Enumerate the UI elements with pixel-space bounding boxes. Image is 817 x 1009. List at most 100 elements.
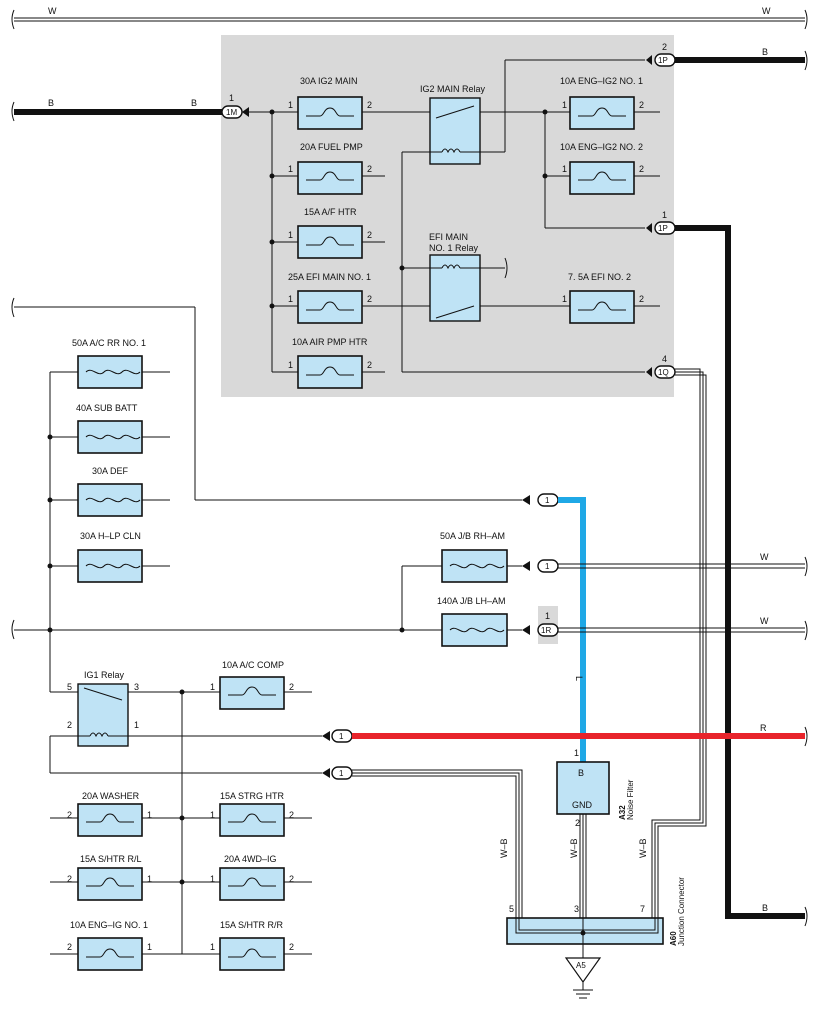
svg-text:7: 7 <box>640 904 645 914</box>
svg-text:1: 1 <box>339 769 344 778</box>
fuse-10a-eng-ig2-1: 10A ENG–IG2 NO. 1 1 2 <box>560 76 644 130</box>
wire-color-label: B <box>191 98 197 108</box>
svg-text:50A A/C RR NO. 1: 50A A/C RR NO. 1 <box>72 338 146 348</box>
wire-color-label: W–B <box>638 838 648 858</box>
svg-text:2: 2 <box>367 360 372 370</box>
svg-text:1: 1 <box>147 874 152 884</box>
svg-text:2: 2 <box>575 818 580 828</box>
ig2-main-relay: IG2 MAIN Relay <box>420 84 486 165</box>
connector-1p-lower: 1P 1 B <box>646 210 808 927</box>
svg-text:A5: A5 <box>576 961 586 970</box>
svg-text:1: 1 <box>545 496 550 505</box>
fuse-20a-fuel-pmp: 20A FUEL PMP 1 2 <box>288 142 372 195</box>
fuse-50a-ac-rr-1: 50A A/C RR NO. 1 <box>72 338 146 389</box>
connector-1p-upper: 1P 2 B <box>646 42 808 71</box>
fuse-25a-efi-main-1: 25A EFI MAIN NO. 1 1 2 <box>288 272 372 324</box>
svg-text:1: 1 <box>210 874 215 884</box>
svg-text:15A S/HTR R/R: 15A S/HTR R/R <box>220 920 284 930</box>
svg-text:EFI MAIN: EFI MAIN <box>429 232 468 242</box>
connector-1r: 1R 1 W <box>522 606 808 644</box>
svg-text:30A DEF: 30A DEF <box>92 466 129 476</box>
svg-text:W–B: W–B <box>499 838 509 858</box>
svg-text:7. 5A EFI NO. 2: 7. 5A EFI NO. 2 <box>568 272 631 282</box>
panel-wiring <box>249 59 660 373</box>
svg-text:2: 2 <box>639 164 644 174</box>
svg-text:1: 1 <box>574 748 579 758</box>
connector-1-wb: 1 W–B <box>322 766 523 918</box>
svg-text:20A 4WD–IG: 20A 4WD–IG <box>224 854 277 864</box>
svg-text:1: 1 <box>147 810 152 820</box>
svg-text:1: 1 <box>288 100 293 110</box>
svg-text:1: 1 <box>562 294 567 304</box>
svg-text:B: B <box>762 47 768 57</box>
svg-text:2: 2 <box>67 810 72 820</box>
svg-text:2: 2 <box>67 720 72 730</box>
svg-text:3: 3 <box>134 682 139 692</box>
junction-connector-a60: 5 3 7 A60 Junction Connector <box>506 877 686 958</box>
fuse-15a-shtr-rl: 15A S/HTR R/L 2 1 <box>67 854 152 901</box>
connector-1-w-upper: 1 W <box>522 552 808 577</box>
fuse-10a-eng-ig-1: 10A ENG–IG NO. 1 2 1 <box>67 920 152 971</box>
fuse-30a-ig2-main: 30A IG2 MAIN 1 2 <box>288 76 372 130</box>
svg-text:B: B <box>578 768 584 778</box>
svg-text:1: 1 <box>562 100 567 110</box>
svg-text:5: 5 <box>67 682 72 692</box>
svg-text:NO. 1 Relay: NO. 1 Relay <box>429 243 479 253</box>
svg-text:IG1 Relay: IG1 Relay <box>84 670 125 680</box>
svg-text:1: 1 <box>288 360 293 370</box>
svg-text:1P: 1P <box>658 224 668 233</box>
svg-text:A60: A60 <box>669 931 678 946</box>
svg-text:R: R <box>760 723 767 733</box>
svg-text:1: 1 <box>545 611 550 621</box>
battery-wire-left: B B 1M 1 <box>11 93 249 122</box>
fuse-50a-jb-rh-am: 50A J/B RH–AM <box>440 531 508 583</box>
svg-text:10A A/C COMP: 10A A/C COMP <box>222 660 284 670</box>
fuse-30a-def: 30A DEF <box>77 466 143 517</box>
fuse-20a-4wd-ig: 20A 4WD–IG 1 2 <box>210 854 294 901</box>
svg-text:2: 2 <box>289 874 294 884</box>
svg-text:30A H–LP CLN: 30A H–LP CLN <box>80 531 141 541</box>
svg-text:2: 2 <box>367 230 372 240</box>
efi-main-1-relay: EFI MAIN NO. 1 Relay <box>429 232 481 322</box>
svg-text:A32: A32 <box>618 805 627 820</box>
svg-text:1: 1 <box>134 720 139 730</box>
svg-text:2: 2 <box>639 294 644 304</box>
svg-text:1: 1 <box>147 942 152 952</box>
wire-color-label: B <box>48 98 54 108</box>
svg-text:1P: 1P <box>658 56 668 65</box>
svg-text:1: 1 <box>210 810 215 820</box>
svg-text:20A FUEL PMP: 20A FUEL PMP <box>300 142 363 152</box>
svg-text:2: 2 <box>662 42 667 52</box>
svg-text:10A ENG–IG2 NO. 2: 10A ENG–IG2 NO. 2 <box>560 142 643 152</box>
svg-text:5: 5 <box>509 904 514 914</box>
fuse-15a-shtr-rr: 15A S/HTR R/R 1 2 <box>210 920 294 971</box>
svg-text:15A A/F HTR: 15A A/F HTR <box>304 207 357 217</box>
svg-text:1: 1 <box>288 230 293 240</box>
connector-1-blue: 1 L <box>522 493 586 762</box>
svg-text:1: 1 <box>288 294 293 304</box>
svg-text:2: 2 <box>367 294 372 304</box>
svg-text:B: B <box>762 903 768 913</box>
svg-text:Junction Connector: Junction Connector <box>677 877 686 946</box>
svg-text:2: 2 <box>639 100 644 110</box>
svg-text:2: 2 <box>289 682 294 692</box>
lower-fuse-wiring <box>50 815 312 955</box>
connector-1-red: 1 R <box>322 723 808 747</box>
svg-text:Noise Filter: Noise Filter <box>626 779 635 820</box>
svg-text:GND: GND <box>572 800 593 810</box>
svg-text:IG2 MAIN Relay: IG2 MAIN Relay <box>420 84 486 94</box>
fuse-20a-washer: 20A WASHER 2 1 <box>67 791 152 837</box>
left-bus <box>11 297 522 693</box>
svg-text:1Q: 1Q <box>658 368 669 377</box>
svg-text:4: 4 <box>662 354 667 364</box>
ground-a5: A5 <box>564 957 602 999</box>
fuse-140a-jb-lh-am: 140A J/B LH–AM <box>437 596 508 647</box>
svg-text:10A ENG–IG2 NO. 1: 10A ENG–IG2 NO. 1 <box>560 76 643 86</box>
wire-color-label: W <box>762 6 771 16</box>
svg-text:40A SUB BATT: 40A SUB BATT <box>76 403 138 413</box>
fuse-10a-air-pmp-htr: 10A AIR PMP HTR 1 2 <box>288 337 372 389</box>
svg-text:15A STRG HTR: 15A STRG HTR <box>220 791 285 801</box>
top-w-wire: W W <box>11 6 808 30</box>
svg-text:10A ENG–IG NO. 1: 10A ENG–IG NO. 1 <box>70 920 148 930</box>
